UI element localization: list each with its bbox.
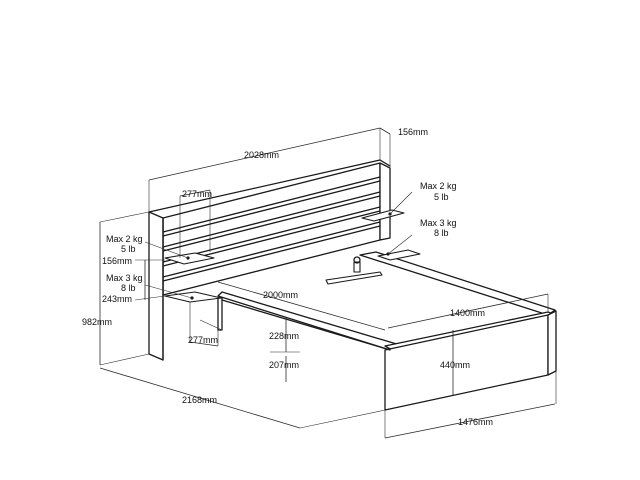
dim-under-clearance: 207mm [269, 360, 299, 370]
dim-inner-length: 2000mm [263, 290, 298, 300]
shelves [164, 209, 421, 303]
dim-lower-shelf-height: 243mm [102, 294, 132, 304]
dim-headboard-depth: 156mm [398, 127, 428, 137]
load-right-bottom-metric: Max 3 kg [420, 218, 457, 228]
load-left-bottom-imperial: 8 lb [121, 283, 136, 293]
load-right-top-metric: Max 2 kg [420, 181, 457, 191]
dim-footboard-height: 440mm [440, 360, 470, 370]
left-column [148, 211, 164, 361]
dim-leg-height: 228mm [269, 331, 299, 341]
dimension-lines [99, 127, 557, 439]
dim-inner-width: 1400mm [450, 308, 485, 318]
dim-total-width: 1476mm [458, 417, 493, 427]
dim-total-height: 982mm [82, 317, 112, 327]
dim-total-length: 2168mm [182, 395, 217, 405]
dim-side-depth: 156mm [102, 256, 132, 266]
load-right-bottom-imperial: 8 lb [434, 228, 449, 238]
headboard [148, 159, 391, 296]
load-right-top-imperial: 5 lb [434, 192, 449, 202]
dim-shelf-depth-b: 277mm [188, 335, 218, 345]
bed-frame [199, 251, 557, 411]
load-left-top-metric: Max 2 kg [106, 234, 143, 244]
center-support [325, 256, 383, 285]
load-left-top-imperial: 5 lb [121, 244, 136, 254]
load-left-bottom-metric: Max 3 kg [106, 273, 143, 283]
dim-shelf-depth-a: 277mm [182, 189, 212, 199]
dim-headboard-width: 2028mm [244, 150, 279, 160]
